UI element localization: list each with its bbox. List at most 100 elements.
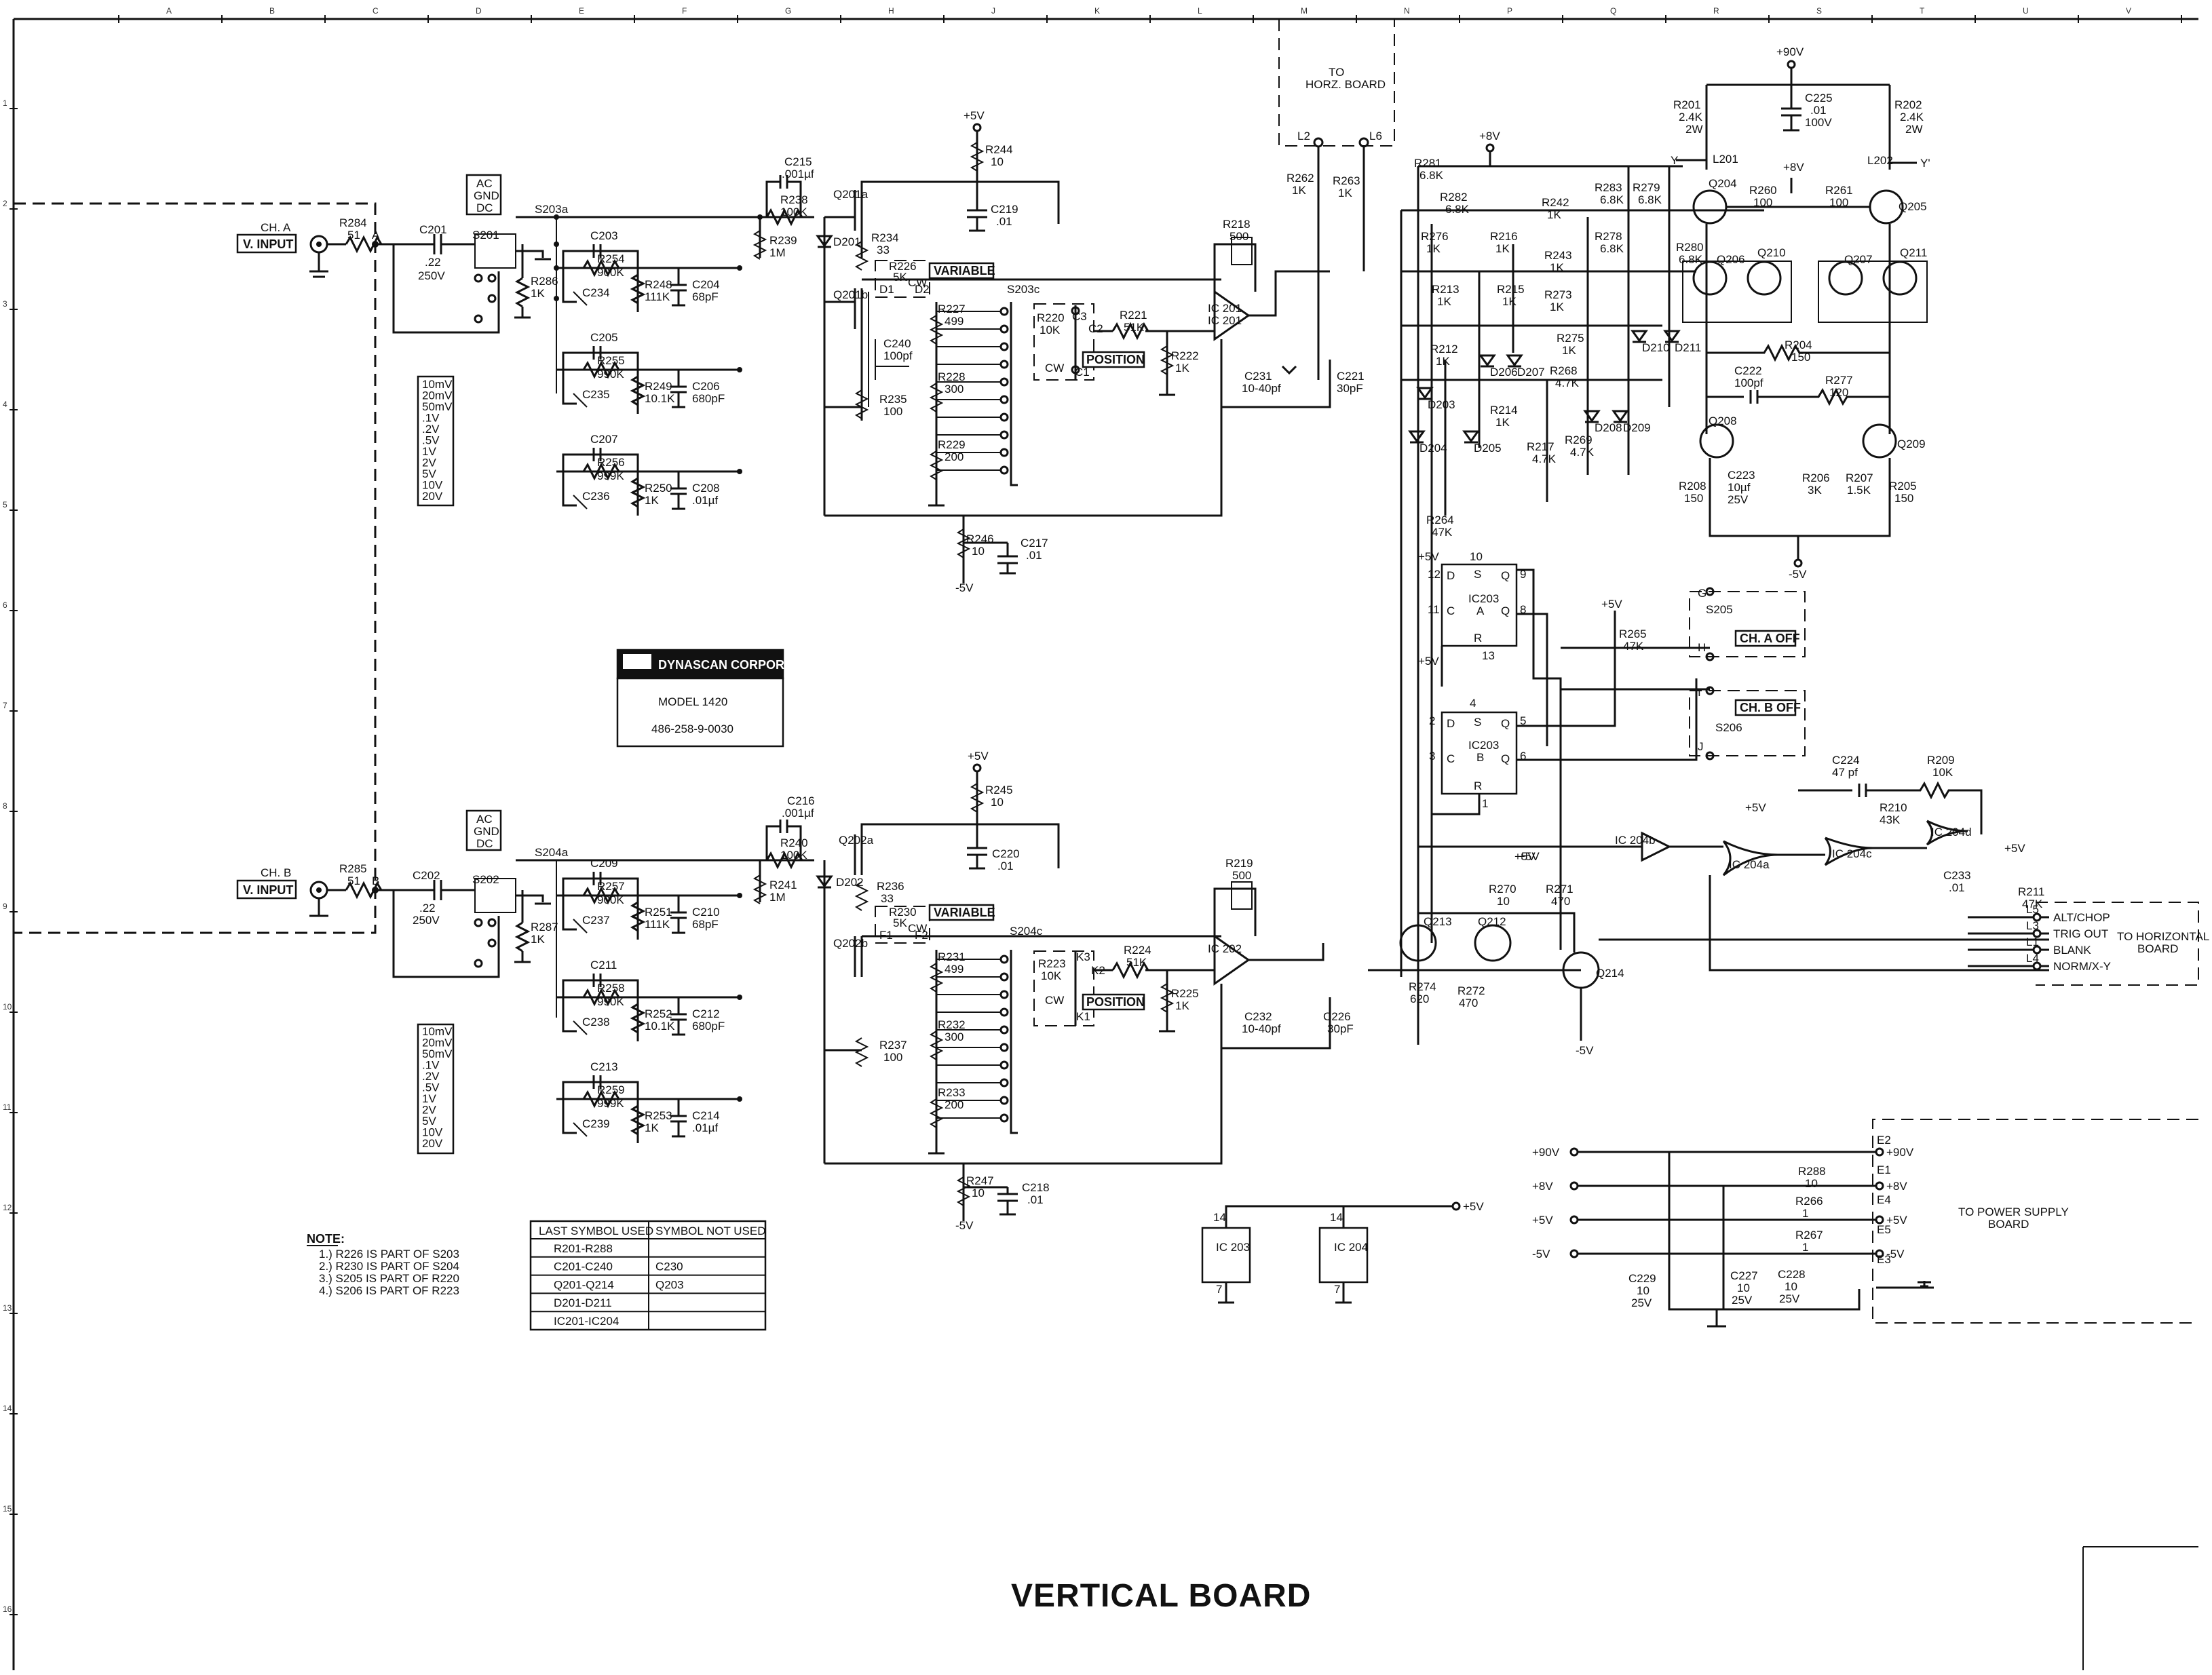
svg-text:150: 150 [1894,492,1913,505]
svg-text:.01: .01 [1027,1193,1044,1206]
svg-text:R266: R266 [1795,1195,1823,1208]
resistor-label: R269 [1565,434,1593,446]
svg-text:250V: 250V [418,269,445,282]
svg-text:+90V: +90V [1776,45,1804,58]
svg-text:R245: R245 [985,784,1013,796]
svg-text:1K: 1K [1338,187,1352,199]
svg-text:Q213: Q213 [1424,915,1452,928]
svg-text:C220: C220 [992,847,1020,860]
svg-text:C222: C222 [1734,364,1762,377]
svg-text:.22: .22 [425,256,441,269]
resistor-label: R276 [1421,230,1449,243]
svg-text:R286: R286 [531,275,558,288]
row-marker: 16 [3,1604,12,1614]
row-marker: 1 [3,98,7,108]
resistor-label: R231 [938,950,966,963]
connector-pin: E5 [1877,1223,1891,1236]
row-marker: 15 [3,1504,12,1514]
svg-text:R263: R263 [1333,174,1360,187]
rail-label: -5V [1532,1248,1550,1260]
svg-text:IC203: IC203 [1468,592,1499,605]
connector-pin: E2 [1877,1134,1891,1147]
column-ruler: ABCDEFGHJKLMNPQRSTUVW [118,6,2182,23]
svg-text:10: 10 [1470,550,1483,563]
svg-text:S203a: S203a [535,203,569,216]
svg-text:.01: .01 [997,860,1014,872]
svg-text:Q201b: Q201b [833,288,868,301]
row-marker: 4 [3,400,7,409]
resistor-value: 6.8K [1638,193,1662,206]
svg-text:30pF: 30pF [1327,1022,1354,1035]
resistor-value: 999K [597,1097,624,1110]
range-item: 5V [422,467,436,480]
svg-text:DC: DC [476,837,493,850]
channel-b-attenuator: C209R257900KC237R251111KC21068pFC211R258… [556,857,742,1143]
resistor-value: 1K [1495,242,1510,255]
svg-text:R287: R287 [531,921,558,933]
svg-text:25V: 25V [1631,1296,1652,1309]
row-marker: 3 [3,299,7,309]
svg-text:J: J [1698,740,1704,753]
column-marker: L [1198,6,1202,16]
connector-pin: L4 [2026,952,2039,965]
rail-label: +8V [1532,1180,1553,1193]
svg-text:100: 100 [883,1051,902,1064]
resistor-label: R249 [645,380,672,393]
svg-text:POSITION: POSITION [1086,995,1145,1009]
logic-section: C224 47 pf R209 10K R210 43K IC 204b IC … [1368,754,2049,1057]
resistor-value: 6.8K [1600,242,1624,255]
column-marker: S [1816,6,1822,16]
channel-a-position: R220 10K C3 C2 C1 CW POSITION R221 51K R… [1033,303,1215,396]
svg-text:10: 10 [1805,1177,1818,1190]
resistor-label: R251 [645,906,672,919]
range-item: .2V [422,423,440,436]
svg-text:R271: R271 [1546,883,1574,896]
svg-text:+5V: +5V [1463,1200,1484,1213]
svg-text:25V: 25V [1728,493,1749,506]
svg-text:+8V: +8V [1479,130,1500,142]
svg-text:10-40pf: 10-40pf [1242,1022,1281,1035]
svg-text:R261: R261 [1825,184,1853,197]
svg-text:C219: C219 [991,203,1018,216]
svg-text:2: 2 [1429,714,1435,727]
channel-a-supply: +5V R244 10 C219 .01 R246 10 -5V C217 .0… [955,109,1048,594]
capacitor-value: .01µf [692,494,718,507]
svg-text:R236: R236 [877,880,904,893]
resistor-value: 10.1K [645,392,675,405]
svg-text:12: 12 [1428,568,1441,581]
svg-text:33: 33 [881,892,894,905]
column-marker: C [373,6,379,16]
flipflop-a: IC203 A S D C R Q Q 10 12 11 13 9 8 R264… [1418,514,1562,950]
svg-text:+5V: +5V [1418,550,1439,563]
svg-text:1: 1 [1802,1207,1808,1220]
svg-text:R285: R285 [339,862,367,875]
dynascan-logo: DYNASCAN CORPORATION MODEL 1420 486-258-… [616,649,822,748]
range-item: 10mV [422,1025,453,1038]
resistor-label: R214 [1490,404,1518,417]
column-marker: T [1920,6,1925,16]
row-marker: 11 [3,1102,12,1112]
column-marker: F [682,6,687,16]
svg-text:I: I [1698,686,1701,699]
signal-label: NORM/X-Y [2053,960,2111,973]
svg-text:.001µf: .001µf [782,807,814,820]
rail-out-label: -5V [1886,1248,1905,1260]
capacitor-label: C214 [692,1109,720,1122]
svg-text:2W: 2W [1905,123,1923,136]
column-marker: K [1094,6,1100,16]
svg-text:Q214: Q214 [1596,967,1624,980]
resistor-label: R278 [1595,230,1622,243]
range-item: .5V [422,434,440,447]
column-marker: U [2023,6,2029,16]
svg-text:CH. A OFF: CH. A OFF [1740,632,1800,645]
resistor-label: R228 [938,370,966,383]
connector-pin: L3 [2026,919,2039,932]
svg-text:S: S [1474,716,1481,729]
resistor-value: 499 [945,963,964,976]
svg-text:10: 10 [1497,895,1510,908]
svg-text:R209: R209 [1927,754,1955,767]
